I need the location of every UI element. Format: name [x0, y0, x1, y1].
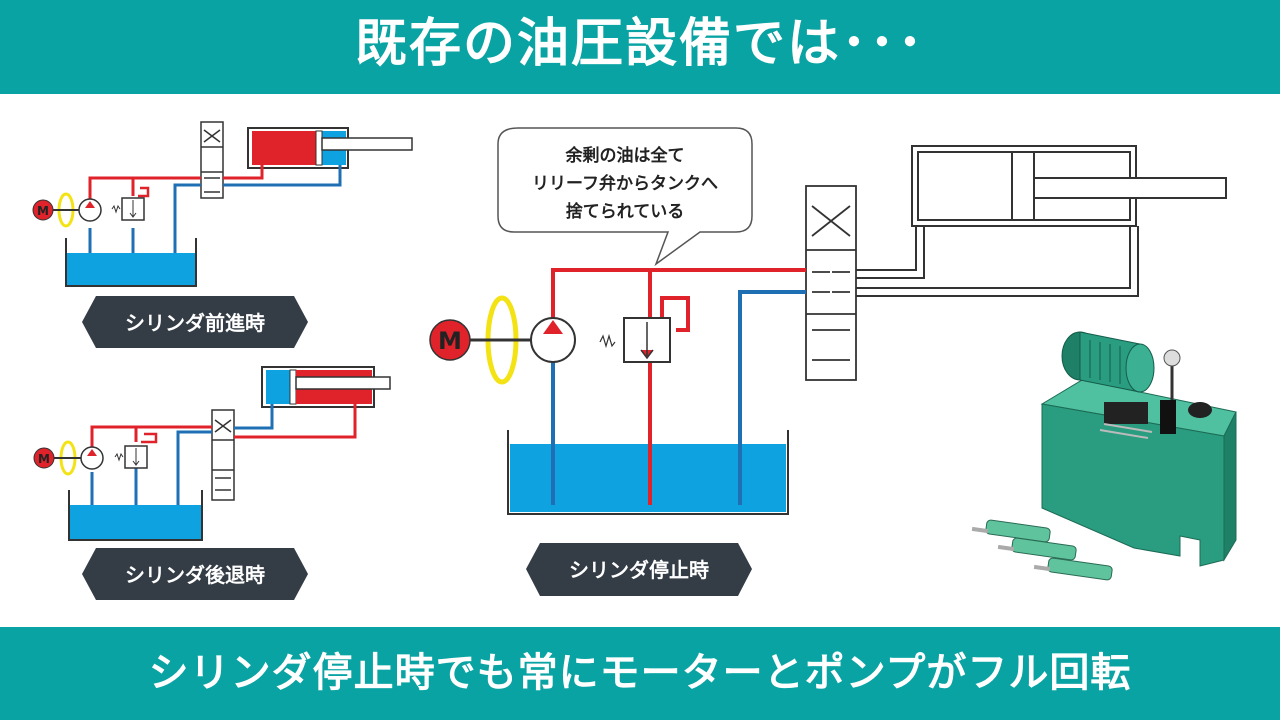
label-stop-text: シリンダ停止時: [569, 558, 709, 582]
valve-forward: [200, 121, 224, 199]
callout-line-3: 捨てられている: [566, 201, 685, 222]
page-title-banner: 既存の油圧設備では･･･: [0, 0, 1280, 94]
page-title: 既存の油圧設備では･･･: [354, 14, 925, 74]
callout-line-1: 余剰の油は全て: [565, 145, 685, 166]
backward-circuit: M: [33, 366, 391, 541]
valve-backward: [211, 409, 235, 501]
motor-icon: [33, 447, 55, 469]
label-backward-text: シリンダ後退時: [125, 563, 265, 587]
small-cylinders: [971, 519, 1113, 581]
cylinder-backward: [261, 366, 391, 408]
valve-stop: [805, 185, 857, 381]
motor-label: M: [438, 327, 462, 355]
motor-icon: [32, 199, 54, 221]
label-stop: シリンダ停止時: [526, 543, 752, 596]
hydraulic-diagram: M シリンダ前進時 M: [32, 121, 1237, 600]
footer-banner: シリンダ停止時でも常にモーターとポンプがフル回転: [0, 627, 1280, 720]
cylinder-forward: [247, 127, 413, 169]
callout-bubble: 余剰の油は全て リリーフ弁からタンクへ 捨てられている: [497, 127, 753, 267]
motor-label: M: [37, 204, 49, 218]
stop-circuit: M: [429, 145, 1227, 515]
cylinder-stop: [852, 145, 1227, 297]
motor-icon: [429, 319, 471, 361]
label-forward: シリンダ前進時: [82, 296, 308, 348]
label-forward-text: シリンダ前進時: [125, 311, 265, 335]
footer-caption: シリンダ停止時でも常にモーターとポンプがフル回転: [148, 650, 1132, 696]
forward-circuit: M: [32, 121, 413, 287]
callout-line-2: リリーフ弁からタンクへ: [532, 173, 718, 194]
motor-label: M: [38, 452, 50, 466]
label-backward: シリンダ後退時: [82, 548, 308, 600]
hydraulic-unit-illustration: [971, 331, 1237, 581]
